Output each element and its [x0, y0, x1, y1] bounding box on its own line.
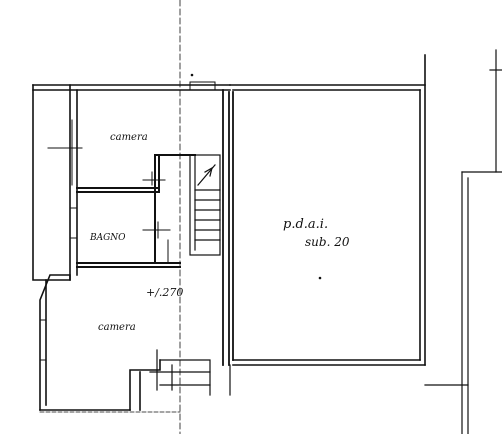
party-wall: [189, 81, 234, 366]
left-windows: [39, 119, 83, 361]
room-label-bagno: BAGNO: [89, 233, 126, 243]
room-label-camera-top: camera: [110, 132, 148, 143]
level-mark: +/.270: [146, 286, 183, 299]
stairwell: [189, 154, 221, 256]
survey-dot: [318, 276, 322, 280]
right-room-walls: [229, 54, 426, 366]
room-label-camera-bottom: camera: [98, 322, 136, 333]
survey-dot: [190, 73, 194, 77]
right-room-label-line2: sub. 20: [305, 235, 350, 249]
right-room-label-line1: p.d.a.i.: [283, 217, 328, 232]
left-building-walls: [32, 84, 231, 411]
bagno-fixtures: [142, 171, 171, 263]
bottom-threshold: [39, 349, 231, 413]
bagno-walls: [76, 154, 196, 268]
neighbour-outline: [424, 49, 502, 434]
